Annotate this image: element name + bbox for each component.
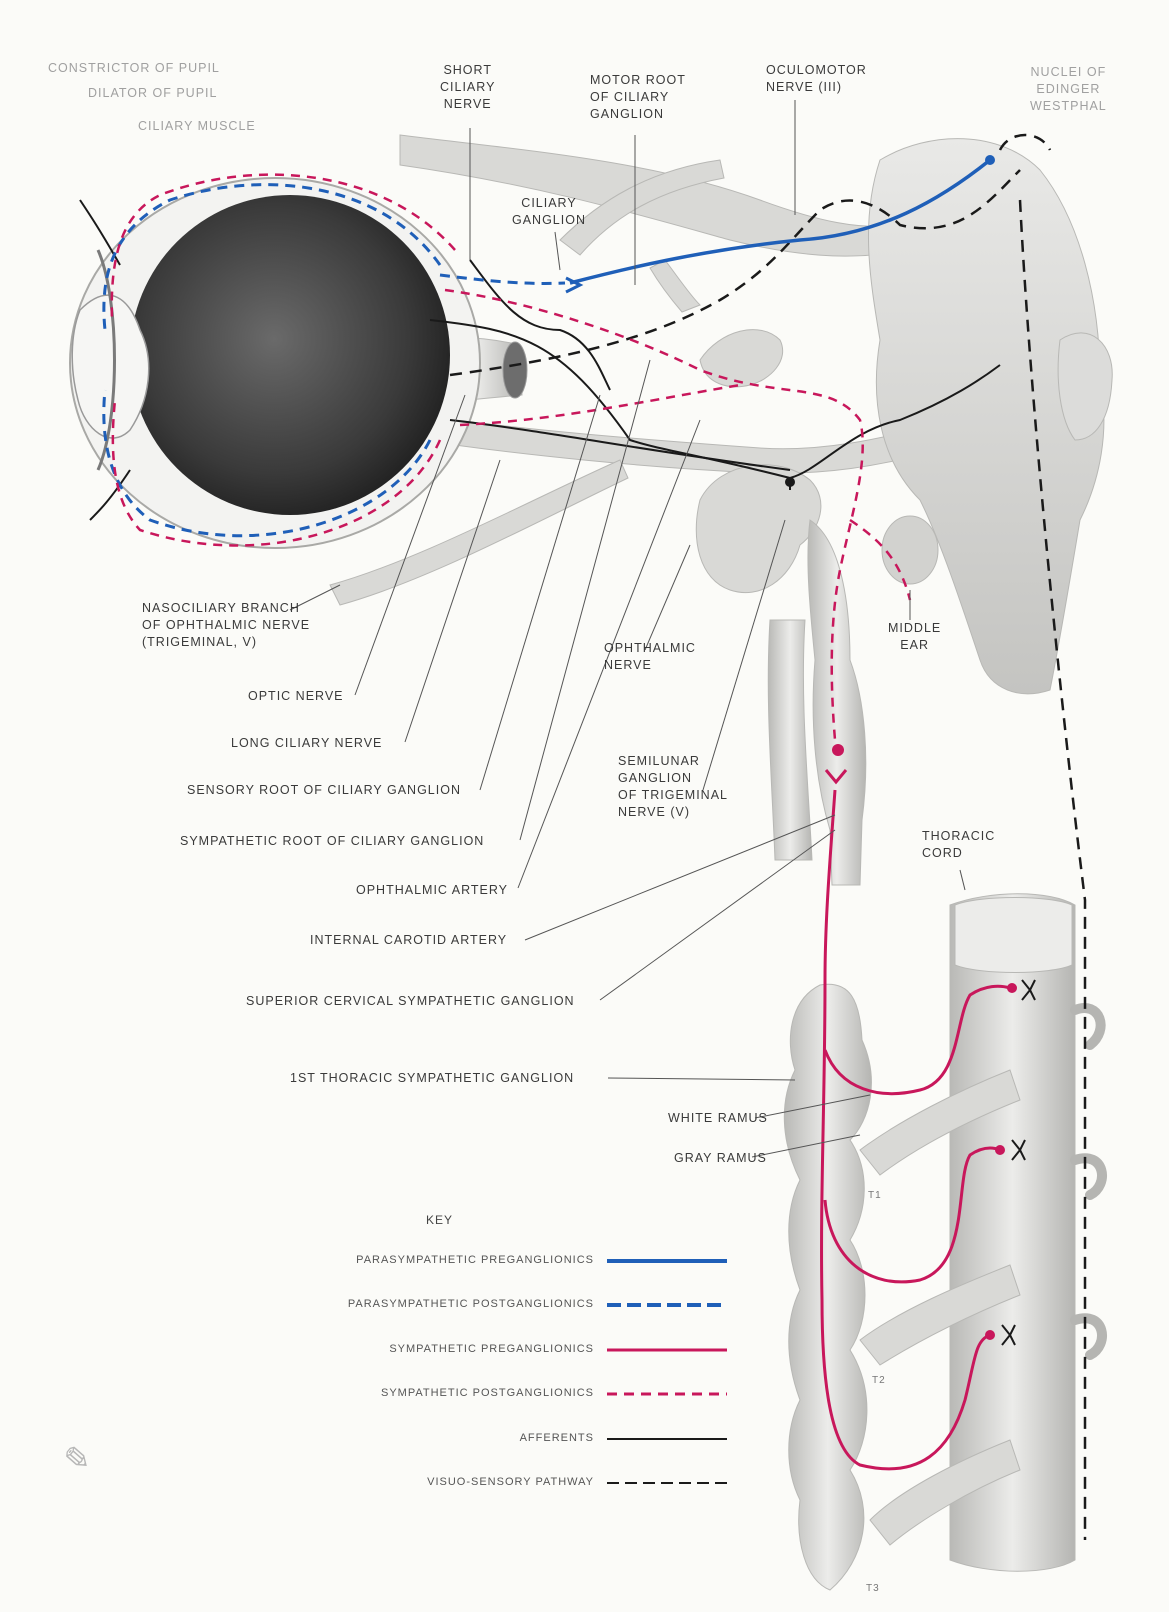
label-sensory-root: SENSORY ROOT OF CILIARY GANGLION bbox=[187, 782, 461, 799]
key-label-para-post: PARASYMPATHETIC POSTGANGLIONICS bbox=[348, 1298, 594, 1310]
key-label-afferent: AFFERENTS bbox=[520, 1432, 594, 1444]
middle-ear-body bbox=[882, 516, 938, 584]
label-first-thoracic: 1ST THORACIC SYMPATHETIC GANGLION bbox=[290, 1070, 574, 1087]
semilunar-ganglion-body bbox=[696, 465, 821, 593]
lower-nerve-trunk bbox=[420, 415, 955, 473]
key-title: KEY bbox=[426, 1213, 453, 1227]
cord-cross-section bbox=[955, 898, 1072, 973]
nucleus-node bbox=[985, 155, 995, 165]
optic-nerve-cut bbox=[503, 342, 527, 398]
eye-interior bbox=[130, 195, 450, 515]
label-t3: T3 bbox=[866, 1580, 880, 1597]
label-optic-nerve: OPTIC NERVE bbox=[248, 688, 344, 705]
label-t2: T2 bbox=[872, 1372, 886, 1389]
key-label-visuo: VISUO-SENSORY PATHWAY bbox=[427, 1476, 594, 1488]
rootlets bbox=[1075, 1008, 1102, 1355]
label-dilator: DILATOR OF PUPIL bbox=[88, 85, 217, 102]
sympathetic-chain bbox=[784, 984, 871, 1590]
label-white-ramus: WHITE RAMUS bbox=[668, 1110, 768, 1127]
key-label-symp-pre: SYMPATHETIC PREGANGLIONICS bbox=[389, 1343, 594, 1355]
label-ophthalmic-artery: OPHTHALMIC ARTERY bbox=[356, 882, 508, 899]
label-constrictor: CONSTRICTOR OF PUPIL bbox=[48, 60, 220, 77]
label-internal-carotid: INTERNAL CAROTID ARTERY bbox=[310, 932, 507, 949]
label-ciliary-muscle: CILIARY MUSCLE bbox=[138, 118, 256, 135]
internal-carotid-artery bbox=[768, 620, 812, 860]
ganglion-branch bbox=[650, 260, 700, 312]
key-label-symp-post: SYMPATHETIC POSTGANGLIONICS bbox=[381, 1387, 594, 1399]
label-sympathetic-root: SYMPATHETIC ROOT OF CILIARY GANGLION bbox=[180, 833, 484, 850]
label-gray-ramus: GRAY RAMUS bbox=[674, 1150, 767, 1167]
superior-cervical-ganglion-body bbox=[808, 520, 866, 885]
label-t1: T1 bbox=[868, 1187, 882, 1204]
label-long-ciliary: LONG CILIARY NERVE bbox=[231, 735, 382, 752]
key-label-para-pre: PARASYMPATHETIC PREGANGLIONICS bbox=[356, 1254, 594, 1266]
trigeminal-node bbox=[785, 477, 795, 487]
label-superior-cervical: SUPERIOR CERVICAL SYMPATHETIC GANGLION bbox=[246, 993, 575, 1010]
key-swatches bbox=[607, 1261, 727, 1483]
eyeball bbox=[70, 178, 480, 548]
ganglion-upper-branch bbox=[700, 330, 783, 387]
